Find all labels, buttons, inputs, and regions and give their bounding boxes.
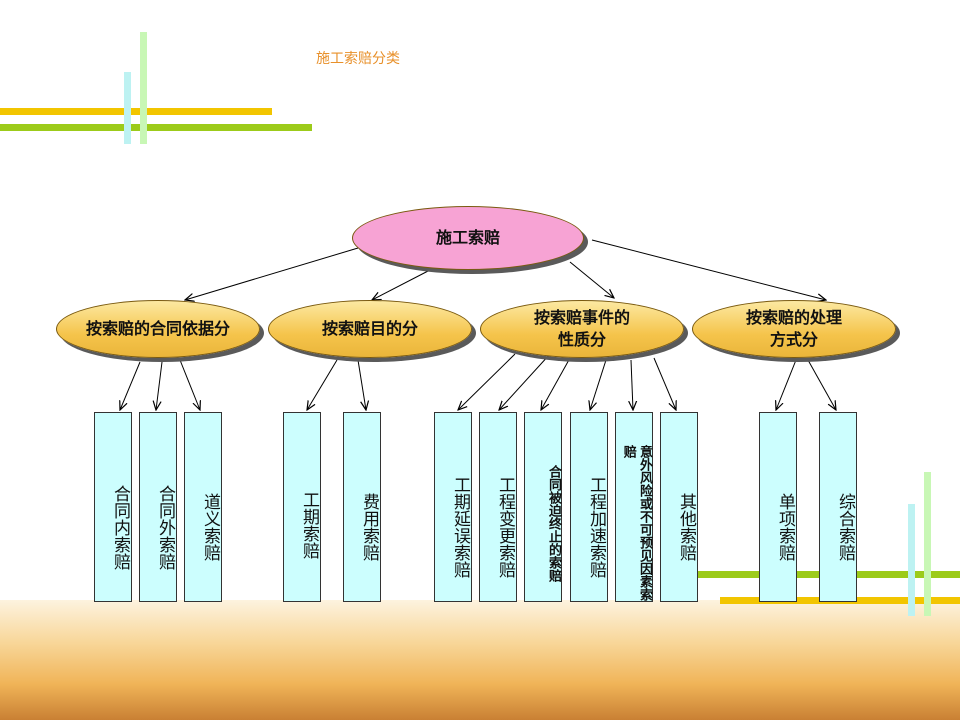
leaf-node: 合同被迫终止的索赔 — [524, 412, 562, 602]
category-node-contract-basis: 按索赔的合同依据分 — [56, 300, 260, 358]
category-label: 按索赔的合同依据分 — [85, 319, 230, 339]
deco-stripe-yellow-top — [0, 108, 272, 115]
root-node: 施工索赔 — [352, 206, 584, 270]
leaf-node: 意外风险或不可预见因素索赔 — [615, 412, 653, 602]
line-cat1-leaf1 — [120, 361, 141, 410]
category-label: 按索赔事件的性质分 — [533, 308, 630, 349]
line-cat3-leaf9 — [590, 359, 607, 410]
root-label: 施工索赔 — [435, 228, 500, 248]
line-cat2-leaf5 — [357, 359, 366, 410]
line-cat3-leaf10 — [631, 359, 633, 410]
line-root-cat1 — [185, 247, 359, 300]
leaf-node: 单项索赔 — [759, 412, 797, 602]
line-root-cat2 — [372, 269, 431, 300]
leaf-node: 费用索赔 — [343, 412, 381, 602]
line-root-cat4 — [591, 239, 826, 300]
leaf-node: 工期索赔 — [283, 412, 321, 602]
category-node-handling-method: 按索赔的处理方式分 — [692, 300, 896, 358]
category-node-event-nature: 按索赔事件的性质分 — [480, 300, 684, 358]
deco-bar-lightgreen-top — [140, 32, 147, 144]
line-cat4-leaf13 — [807, 359, 836, 410]
leaf-node: 合同内索赔 — [94, 412, 132, 602]
leaf-node: 其他索赔 — [660, 412, 698, 602]
leaf-node: 综合索赔 — [819, 412, 857, 602]
line-cat3-leaf6 — [458, 353, 516, 410]
category-label: 按索赔的处理方式分 — [745, 308, 842, 349]
leaf-node: 合同外索赔 — [139, 412, 177, 602]
deco-bar-cyan-bottom — [908, 504, 915, 616]
leaf-node: 工期延误索赔 — [434, 412, 472, 602]
leaf-node: 工程加速索赔 — [570, 412, 608, 602]
line-cat1-leaf3 — [179, 359, 200, 410]
deco-bar-cyan-top — [124, 72, 131, 144]
line-cat1-leaf2 — [156, 361, 163, 410]
deco-bar-lightgreen-bottom — [924, 472, 931, 616]
slide-title: 施工索赔分类 — [316, 51, 400, 67]
deco-stripe-green-top — [0, 124, 312, 131]
leaf-node: 道义索赔 — [184, 412, 222, 602]
line-root-cat3 — [569, 261, 614, 298]
line-cat3-leaf8 — [541, 357, 571, 410]
line-cat4-leaf12 — [776, 359, 797, 410]
line-cat3-leaf7 — [499, 353, 551, 410]
bottom-background-photo — [0, 600, 960, 720]
category-label: 按索赔目的分 — [321, 319, 418, 339]
category-node-purpose: 按索赔目的分 — [268, 300, 472, 358]
line-cat3-leaf11 — [653, 357, 676, 410]
leaf-node: 工程变更索赔 — [479, 412, 517, 602]
line-cat2-leaf4 — [307, 359, 338, 410]
